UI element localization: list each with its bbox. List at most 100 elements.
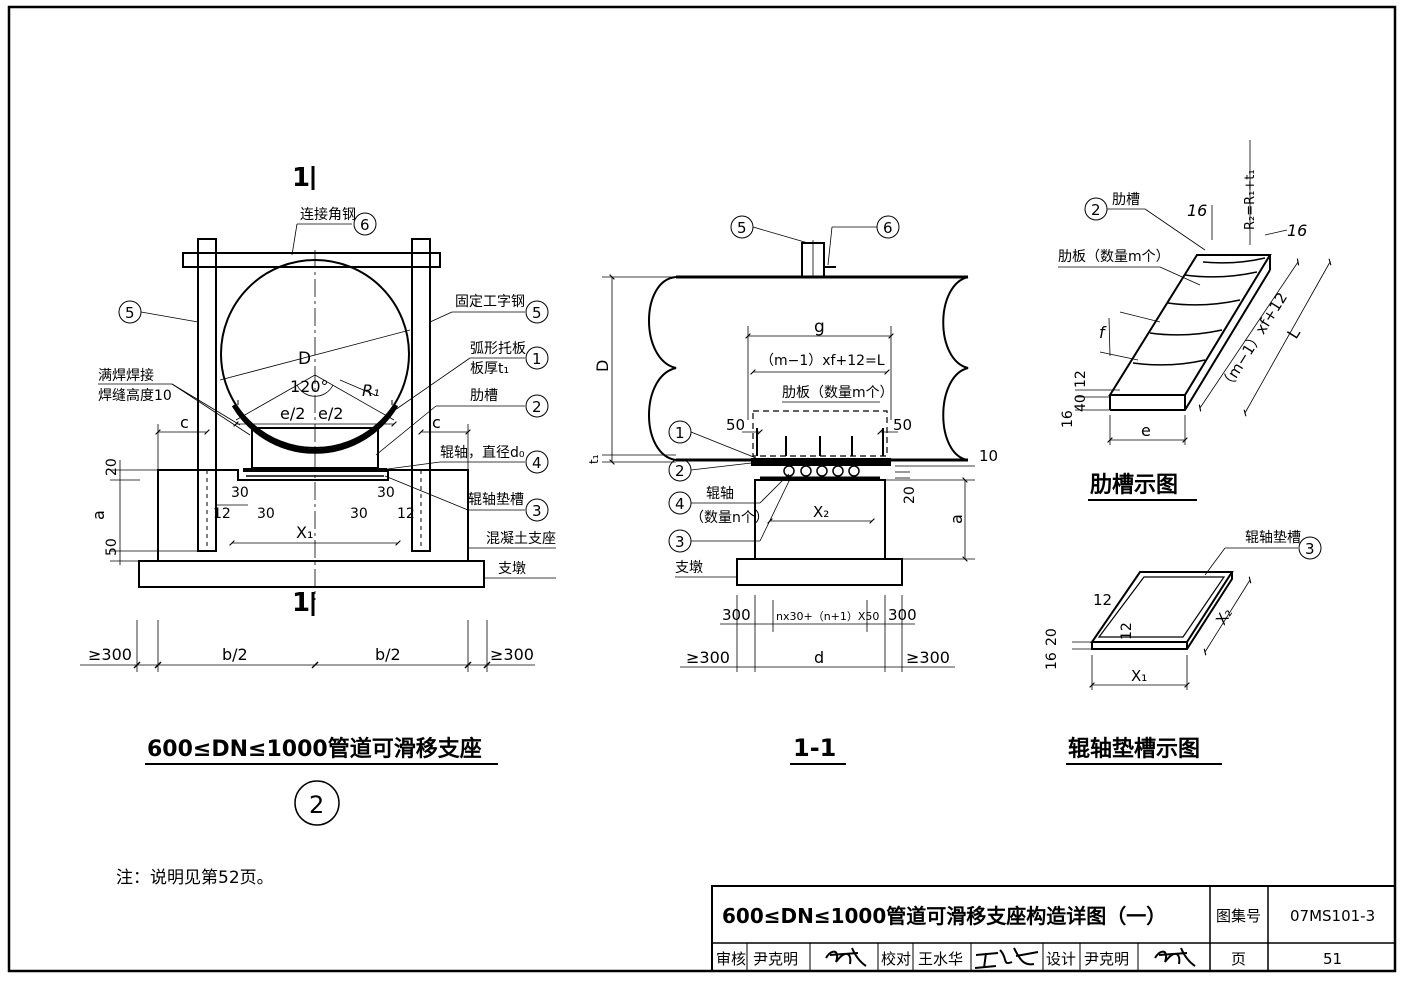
dim-e-rib: e [1141,421,1151,440]
dim-e2-right: e/2 [318,404,343,423]
callout-6-left: 6 [360,216,370,234]
atlas-no: 07MS101-3 [1290,907,1375,925]
title-block-title: 600≤DN≤1000管道可滑移支座构造详图（一） [722,904,1166,928]
check-name: 王水华 [918,950,963,968]
dim-40-rib: 40 [1073,394,1089,412]
section-mark-top: 1 [292,163,310,193]
dim-b2-left: b/2 [222,645,248,664]
design-name: 尹克明 [1084,950,1129,968]
callout-3-left: 3 [532,502,542,520]
caption-pad: 辊轴垫槽示图 [1068,736,1200,762]
dim-a-mid: a [947,514,966,524]
label-roller-pad-trough: 辊轴垫槽 [468,492,524,508]
callout-5-left: 5 [125,304,135,322]
callout-2-left: 2 [532,398,542,416]
caption-circle-no: 2 [309,791,324,819]
label-pier-mid: 支墩 [675,560,703,576]
dim-16-a-rib: 16 [1187,201,1207,220]
dim-f: f [1099,323,1107,342]
dim-30-a: 30 [231,485,249,501]
dim-D: D [298,349,311,369]
caption-left: 600≤DN≤1000管道可滑移支座 [147,736,482,762]
dim-30-d: 30 [350,506,368,522]
view-rib: 2 肋槽 肋板（数量m个） 16 R₂=R₁+t₁ 16 f 12 16 40 … [1058,140,1332,501]
callout-4-mid: 4 [675,495,685,513]
sheet-border [7,5,1397,973]
dim-30-c: 30 [377,485,395,501]
dim-angle: 120° [290,377,329,396]
dim-c-left: c [180,413,189,432]
dim-d-mid: d [814,648,824,667]
label-arc-plate-1: 弧形托板 [470,341,526,357]
dim-X2-pad: X₂ [1212,605,1236,628]
dim-12-b: 12 [397,506,415,522]
label-rib-plate-mid: 肋板（数量m个） [782,385,894,401]
dim-X2-mid: X₂ [813,503,829,521]
label-rib-plate-sketch: 肋板（数量m个） [1058,249,1170,265]
callout-6-mid: 6 [883,219,893,237]
dim-16-c-rib: 16 [1060,410,1076,428]
review-name: 尹克明 [753,950,798,968]
section-mark-bottom: 1 [292,588,310,618]
dim-ge300-mid-right: ≥300 [906,648,950,667]
dim-12-a-pad: 12 [1093,591,1112,609]
label-arc-plate-2: 板厚t₁ [470,361,509,377]
view-mid: 5 6 D t₁ g （m−1）x [587,215,998,765]
review-signature [825,947,867,967]
dim-10-mid: 10 [979,447,998,465]
label-fixed-i-steel: 固定工字钢 [455,294,525,310]
dim-20-left: 20 [104,458,120,476]
review-label: 审核 [716,950,746,968]
dim-30-b: 30 [257,506,275,522]
callout-1-left: 1 [532,350,542,368]
dim-a-left: a [89,510,108,520]
dim-ge300-mid-left: ≥300 [686,648,730,667]
dim-20-mid: 20 [902,486,918,504]
design-label: 设计 [1046,950,1076,968]
dim-L-formula: （m−1）xf+12=L [760,353,885,369]
dim-16-pad: 16 [1044,652,1060,670]
callout-2-rib: 2 [1091,201,1101,219]
dim-b2-right: b/2 [375,645,401,664]
title-block: 600≤DN≤1000管道可滑移支座构造详图（一） 图集号 07MS101-3 … [711,885,1396,972]
dim-g: g [814,317,825,337]
label-full-weld-1: 满焊焊接 [98,367,154,384]
dim-c-right: c [432,413,441,432]
dim-ge300-right: ≥300 [490,645,534,664]
dim-ge300-left: ≥300 [88,645,132,664]
dim-t1-mid: t₁ [587,454,601,464]
callout-1-mid: 1 [675,424,685,442]
label-rib-trough: 肋槽 [470,388,498,404]
dim-12-rib: 12 [1073,370,1089,388]
design-signature [1154,947,1196,967]
label-roller-axis: 辊轴，直径d₀ [440,444,525,461]
callout-3-pad: 3 [1305,540,1315,558]
callout-2-mid: 2 [675,462,685,480]
label-full-weld-2: 焊缝高度10 [98,387,172,404]
dim-20-pad: 20 [1044,628,1060,646]
dim-D-mid: D [593,360,612,372]
dim-e2-left: e/2 [280,404,305,423]
label-roller-2: （数量n个） [690,510,769,526]
caption-mid: 1-1 [793,734,836,762]
label-roller-pad-sketch: 辊轴垫槽 [1245,530,1301,546]
dim-X1-pad: X₁ [1131,667,1147,685]
callout-5-right: 5 [532,304,542,322]
check-signature [974,947,1039,969]
dim-R1: R₁ [362,381,380,400]
page-label: 页 [1231,950,1246,968]
page-no: 51 [1323,950,1342,968]
dim-16-b-rib: 16 [1287,221,1307,240]
dim-X1: X₁ [296,523,313,542]
atlas-label: 图集号 [1216,907,1261,925]
dim-n-formula: nx30+（n+1）X50 [776,610,879,623]
callout-5-mid: 5 [737,219,747,237]
label-roller-1: 辊轴 [706,486,734,502]
dim-300-mid-right: 300 [888,606,917,624]
dim-50-mid-left: 50 [726,416,745,434]
dim-12-b-pad: 12 [1119,622,1135,640]
callout-4-left: 4 [532,454,542,472]
label-pier-left: 支墩 [498,561,526,577]
label-connect-angle-steel: 连接角钢 [300,206,356,223]
